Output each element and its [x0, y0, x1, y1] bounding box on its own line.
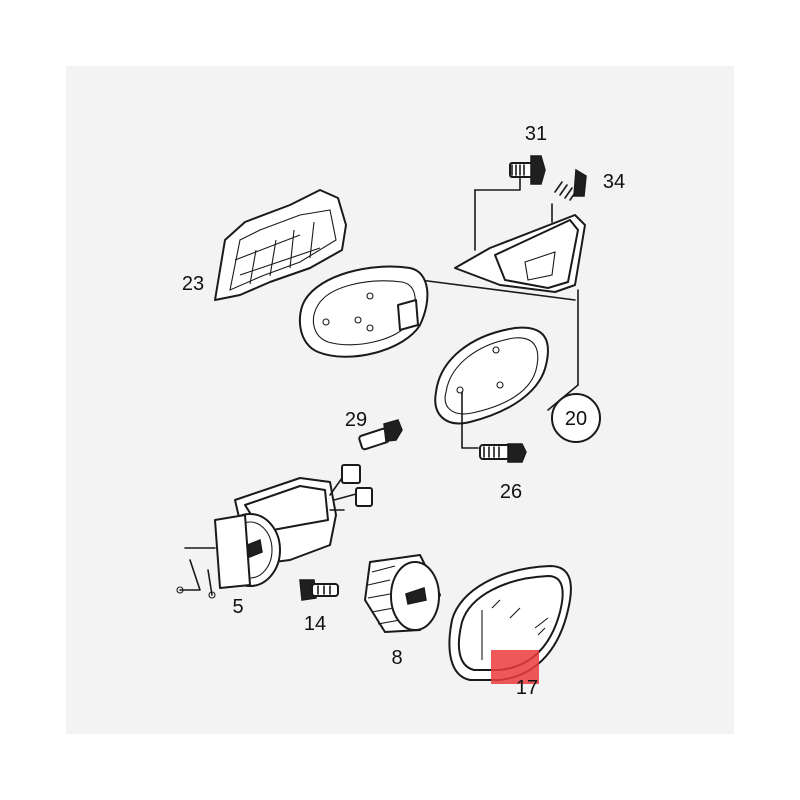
- part-23-bracket[interactable]: [214, 189, 347, 301]
- callout-17: 17: [516, 677, 538, 699]
- part-5-motor-assembly[interactable]: [176, 464, 373, 599]
- part-17-mirror-glass[interactable]: [448, 565, 572, 684]
- mirror-holder-plate[interactable]: [434, 326, 549, 449]
- callout-20-circle: [551, 393, 601, 443]
- callout-8: 8: [391, 647, 402, 669]
- callout-29: 29: [345, 409, 367, 431]
- callout-5: 5: [232, 596, 243, 618]
- callout-14: 14: [304, 613, 326, 635]
- part-8-adjuster-drum[interactable]: [364, 554, 441, 633]
- part-20-mirror-base[interactable]: [419, 214, 586, 411]
- mirror-back-shell[interactable]: [298, 265, 429, 358]
- callout-20: 20: [565, 408, 587, 430]
- part-29-bolt[interactable]: [358, 419, 403, 451]
- part-17-highlight: [491, 650, 539, 684]
- callout-34: 34: [603, 171, 625, 193]
- part-14-screw[interactable]: [299, 579, 339, 601]
- part-31-screw[interactable]: [474, 155, 546, 251]
- callout-23: 23: [182, 273, 204, 295]
- part-34-spring-screw[interactable]: [551, 168, 587, 223]
- callout-26: 26: [500, 481, 522, 503]
- callout-31: 31: [525, 123, 547, 145]
- part-26-bolt[interactable]: [479, 443, 527, 463]
